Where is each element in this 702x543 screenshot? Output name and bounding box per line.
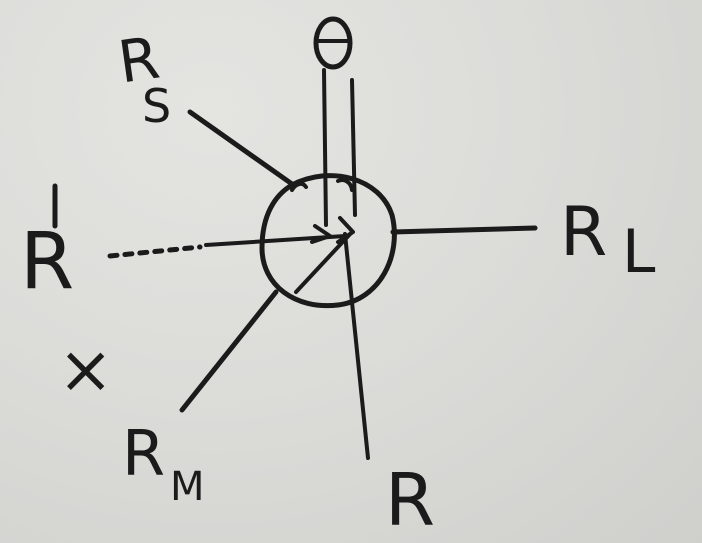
hook-mark-right: [336, 178, 354, 192]
label-rl-sub: L: [622, 217, 656, 287]
label-rs-base: R: [114, 24, 163, 97]
cross-mark: ×: [58, 331, 113, 408]
double-bond-line-1: [322, 68, 328, 227]
dashed-attack-line: [107, 244, 203, 259]
newman-circle: [259, 173, 397, 309]
label-rm-base: R: [122, 417, 165, 490]
label-nucleophile-r: R: [20, 217, 74, 307]
bond-to-rm: [179, 289, 279, 413]
center-arrow-mark: [310, 224, 332, 244]
bond-to-rl: [390, 225, 538, 235]
label-rm-sub: M: [170, 464, 205, 510]
center-arrow-mark-2: [336, 216, 355, 244]
double-bond-line-2: [350, 78, 357, 217]
bond-to-rs: [187, 109, 295, 187]
label-bottom-r: R: [385, 458, 435, 542]
front-bond-diagonal: [294, 230, 354, 294]
label-rl-base: R: [560, 193, 607, 272]
label-rs-sub: S: [142, 79, 171, 133]
hook-mark-left: [290, 181, 308, 192]
front-bond-vertical: [343, 232, 370, 460]
